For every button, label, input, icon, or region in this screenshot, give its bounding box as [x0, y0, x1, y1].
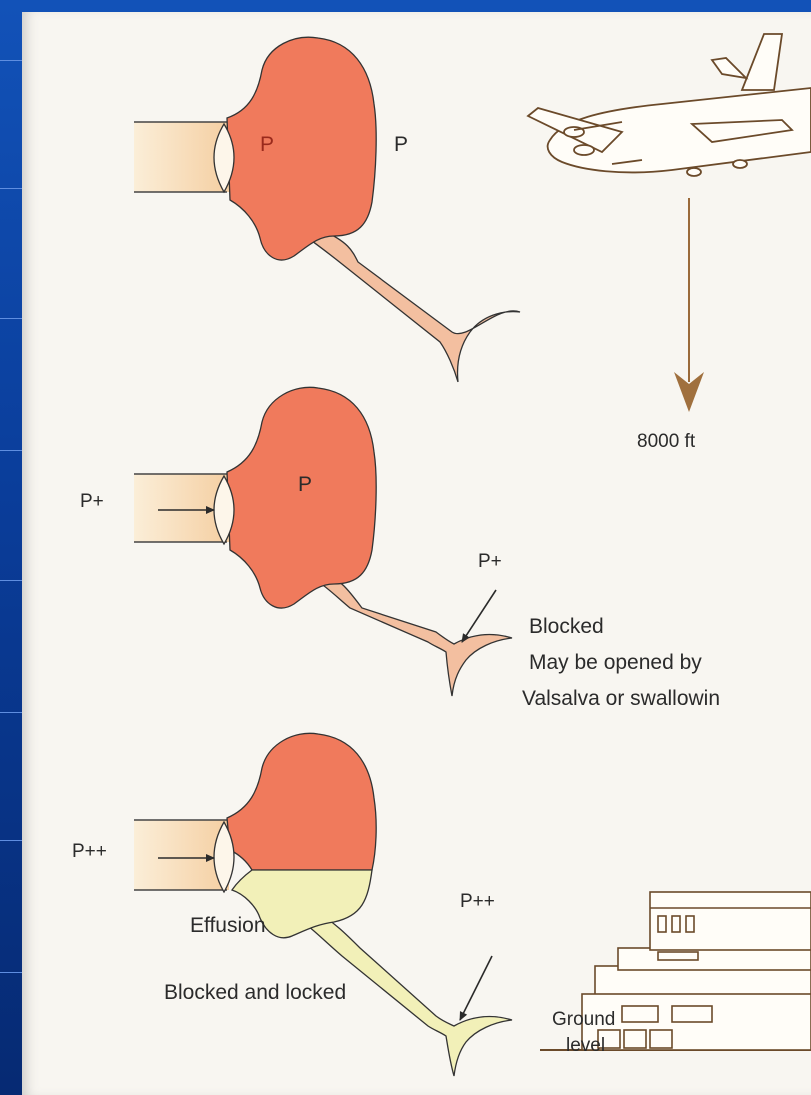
frame-divider	[0, 318, 22, 319]
altitude-label: 8000 ft	[637, 432, 695, 451]
ear-panel-effusion	[134, 733, 512, 1076]
pressure-label-canal: P+	[80, 492, 104, 511]
ear-panel-normal	[134, 37, 520, 407]
pressure-label-outside: P	[394, 134, 408, 155]
pressure-label-middle-ear: P	[298, 474, 312, 495]
down-arrow-icon	[674, 198, 704, 412]
pressure-label-tube: P++	[460, 892, 495, 911]
ear-barotrauma-diagram	[22, 12, 811, 1095]
effusion-label: Effusion	[190, 915, 266, 936]
frame-divider	[0, 840, 22, 841]
eustachian-tube	[316, 572, 512, 696]
pressure-arrow	[460, 956, 492, 1020]
blocked-locked-label: Blocked and locked	[164, 982, 346, 1003]
frame-divider	[0, 188, 22, 189]
valsalva-label: Valsalva or swallowin	[522, 688, 720, 709]
frame-divider	[0, 972, 22, 973]
blocked-label: Blocked	[529, 616, 604, 637]
middle-ear-cavity	[227, 37, 376, 260]
pressure-label-canal: P++	[72, 842, 107, 861]
ground-label: Ground	[552, 1010, 615, 1029]
airplane-icon	[528, 34, 811, 176]
ear-panel-blocked	[134, 387, 512, 696]
frame-divider	[0, 60, 22, 61]
may-be-opened-label: May be opened by	[529, 652, 702, 673]
frame-divider	[0, 450, 22, 451]
pressure-label-tube: P+	[478, 552, 502, 571]
eustachian-tube	[308, 230, 520, 382]
middle-ear-cavity	[227, 733, 376, 870]
level-label: level	[566, 1036, 605, 1055]
diagram-page: P P 8000 ft P+ P P+ Blocked May be opene…	[22, 12, 811, 1095]
frame-divider	[0, 712, 22, 713]
pressure-label-middle-ear: P	[260, 134, 274, 155]
middle-ear-cavity	[227, 387, 376, 608]
frame-divider	[0, 580, 22, 581]
